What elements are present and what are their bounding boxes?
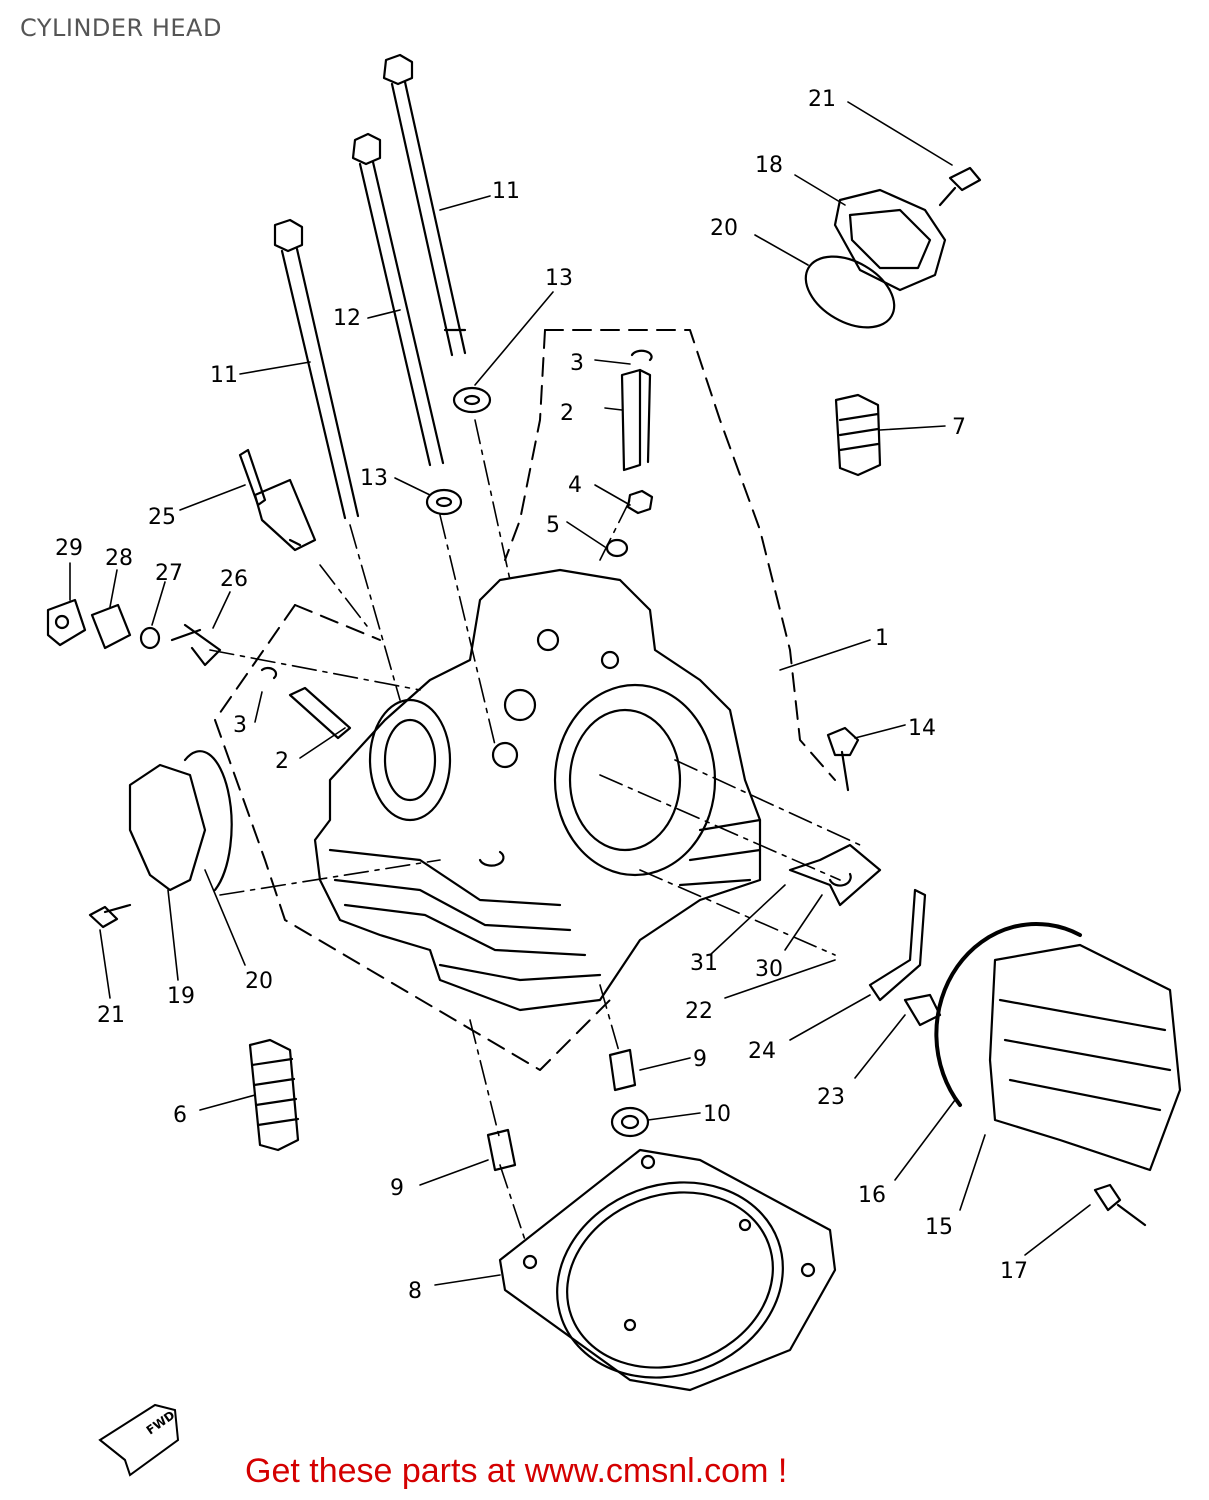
dowels: [486, 1048, 650, 1172]
callout-30: 30: [755, 957, 783, 982]
callout-20: 20: [245, 969, 273, 994]
side-covers: [88, 166, 982, 929]
callout-14: 14: [908, 716, 936, 741]
callout-6: 6: [173, 1103, 187, 1128]
callout-2: 2: [275, 749, 289, 774]
small-bolts: [788, 726, 1147, 1227]
callout-23: 23: [817, 1085, 845, 1110]
leader-lines: [69, 101, 1091, 1286]
callout-11: 11: [210, 363, 238, 388]
cylinder-head-body: [313, 568, 762, 1012]
callout-7: 7: [952, 415, 966, 440]
callout-31: 31: [690, 951, 718, 976]
valve-caps: [248, 393, 882, 1152]
callout-13: 13: [545, 266, 573, 291]
callout-10: 10: [703, 1102, 731, 1127]
callout-25: 25: [148, 505, 176, 530]
callout-15: 15: [925, 1215, 953, 1240]
callout-19: 19: [167, 984, 195, 1009]
cam-cover: [934, 921, 1182, 1172]
spark-plug: [238, 448, 317, 552]
cylinder-stud-bolts: [273, 53, 467, 520]
washers: [425, 386, 492, 516]
callout-28: 28: [105, 546, 133, 571]
callout-27: 27: [155, 561, 183, 586]
callout-12: 12: [333, 306, 361, 331]
callout-13: 13: [360, 466, 388, 491]
callout-21: 21: [97, 1003, 125, 1028]
callout-26: 26: [220, 567, 248, 592]
footer-promo-link[interactable]: Get these parts at www.cmsnl.com !: [245, 1452, 788, 1490]
callout-labels: 1 2 2 3 3 4 5 6 7 8 9 9 10 11 11 12 13 1…: [55, 87, 1028, 1304]
callout-3: 3: [570, 351, 584, 376]
callout-16: 16: [858, 1183, 886, 1208]
callout-11: 11: [492, 179, 520, 204]
callout-2: 2: [560, 401, 574, 426]
tappet-adjuster-set: [46, 598, 222, 667]
assembly-outline: [214, 329, 836, 1071]
callout-9: 9: [390, 1176, 404, 1201]
callout-17: 17: [1000, 1259, 1028, 1284]
callout-3: 3: [233, 713, 247, 738]
callout-22: 22: [685, 999, 713, 1024]
head-gasket: [498, 1148, 837, 1392]
callout-18: 18: [755, 153, 783, 178]
valve-guides: [260, 349, 654, 740]
callout-8: 8: [408, 1279, 422, 1304]
callout-5: 5: [546, 513, 560, 538]
callout-29: 29: [55, 536, 83, 561]
callout-24: 24: [748, 1039, 776, 1064]
callout-1: 1: [875, 626, 889, 651]
fwd-arrow-icon: FWD: [98, 1403, 180, 1477]
callout-20: 20: [710, 216, 738, 241]
callout-21: 21: [808, 87, 836, 112]
page-title: CYLINDER HEAD: [20, 14, 222, 42]
callout-4: 4: [568, 473, 582, 498]
fwd-label: FWD: [144, 1408, 178, 1437]
callout-9: 9: [693, 1047, 707, 1072]
